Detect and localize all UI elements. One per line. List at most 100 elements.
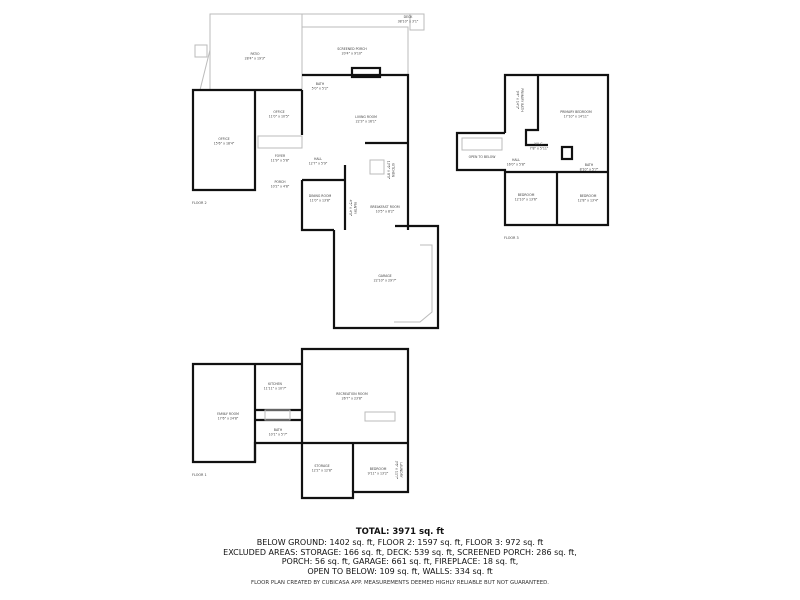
- room-dimensions: 16'0" x 5'8": [507, 162, 526, 166]
- room-dimensions: 10'1" x 5'7": [269, 432, 288, 436]
- room-dimensions: 38'10" x 3'1": [398, 19, 419, 23]
- room-name: STORAGE: [314, 464, 329, 468]
- room-dimensions: 11'9" x 5'8": [271, 158, 290, 162]
- room-name: OFFICE: [218, 137, 229, 141]
- room-dimensions: 28'4" x 19'3": [245, 56, 266, 60]
- room-name: BATH: [274, 428, 283, 432]
- room-dimensions: 26'7" x 23'8": [342, 396, 363, 400]
- floor-1-label: FLOOR 1: [192, 473, 207, 477]
- room-dimensions: 12'8" x 13'4": [578, 198, 599, 202]
- room-name: LIVING ROOM: [355, 115, 377, 119]
- room-name: KITCHEN: [268, 382, 282, 386]
- rec-room-counter: [364, 411, 396, 422]
- stairs: [257, 135, 303, 149]
- room-name: FAMILY ROOM: [217, 412, 239, 416]
- floor-3-exterior-wall: [455, 73, 610, 227]
- floor-3-label: FLOOR 3: [504, 236, 519, 240]
- floor-1-plan: [191, 347, 410, 500]
- room-dimensions: 3'6" x 11'7": [395, 461, 399, 480]
- garage-step: [394, 244, 433, 323]
- room-dimensions: 12'10" x 13'6": [515, 197, 538, 201]
- room-name: BATH: [316, 82, 325, 86]
- closet: [560, 145, 574, 161]
- room-name: FOYER: [275, 154, 286, 158]
- area-breakdown: BELOW GROUND: 1402 sq. ft, FLOOR 2: 1597…: [256, 538, 544, 547]
- room-label: KITCHEN13'6" x 8'0": [387, 161, 395, 180]
- room-dimensions: 7'8" x 5'11": [530, 146, 549, 150]
- room-dimensions: 5'0" x 5'2": [312, 86, 329, 90]
- floor-3-plan: [455, 73, 610, 227]
- room-dimensions: 13'6" x 8'0": [387, 161, 391, 180]
- room-dimensions: 22'3" x 16'1": [356, 119, 377, 123]
- room-name: KITCHEN: [391, 163, 395, 177]
- room-name: BEDROOM: [518, 193, 535, 197]
- room-name: HALL: [314, 157, 322, 161]
- room-name: BEDROOM: [580, 194, 597, 198]
- room-label: PANTRY4'5" x 4'0": [349, 200, 357, 217]
- stairs: [461, 137, 503, 151]
- patio-outline: [199, 14, 211, 91]
- garage-walls: [332, 224, 440, 330]
- excluded-areas: EXCLUDED AREAS: STORAGE: 166 sq. ft, DEC…: [223, 547, 577, 557]
- room-dimensions: 8'10" x 5'7": [580, 167, 599, 171]
- room-dimensions: 15'6" x 18'4": [214, 141, 235, 145]
- room-dimensions: 22'10" x 29'7": [374, 278, 397, 282]
- office-walls: [191, 88, 302, 192]
- room-name: PRIMARY BEDROOM: [560, 110, 592, 114]
- room-name: OPEN TO BELOW: [469, 155, 497, 159]
- room-dimensions: 17'6" x 24'8": [218, 416, 239, 420]
- fireplace: [350, 66, 382, 79]
- floor-2-exterior-wall: [302, 73, 410, 230]
- room-label: W.I.C.7'8" x 5'11": [530, 142, 549, 150]
- wall: [524, 75, 548, 147]
- room-name: PORCH: [274, 180, 286, 184]
- disclaimer: FLOOR PLAN CREATED BY CUBICASA APP. MEAS…: [250, 580, 549, 586]
- deck-stairs: [409, 13, 425, 31]
- room-dimensions: 17'10" x 14'11": [564, 114, 589, 118]
- room-label: OPEN TO BELOW: [469, 155, 497, 159]
- room-name: PATIO: [250, 52, 260, 56]
- kitchen-island: [369, 159, 385, 175]
- dining-walls: [300, 180, 334, 232]
- room-dimensions: 10'2" x 4'8": [271, 184, 290, 188]
- deck-outline: [209, 13, 411, 90]
- room-name: DECK: [404, 15, 414, 19]
- room-name: RECREATION ROOM: [336, 392, 368, 396]
- room-name: OFFICE: [273, 110, 284, 114]
- room-name: HALL: [512, 158, 520, 162]
- room-name: LAUNDRY: [399, 462, 403, 477]
- room-name: PRIMARY BATH: [520, 88, 524, 112]
- room-name: PANTRY: [353, 202, 357, 214]
- room-dimensions: 12'7" x 5'9": [309, 161, 328, 165]
- room-label: LAUNDRY3'6" x 11'7": [395, 461, 403, 480]
- room-name: BREAKFAST ROOM: [370, 205, 400, 209]
- excluded-areas-cont-2: OPEN TO BELOW: 109 sq. ft, WALLS: 334 sq…: [307, 566, 493, 576]
- floor-2-plan: [191, 13, 440, 330]
- room-label: PRIMARY BATH9'4" x 14'3": [516, 88, 524, 112]
- room-name: SCREENED PORCH: [337, 47, 367, 51]
- room-name: BATH: [585, 163, 594, 167]
